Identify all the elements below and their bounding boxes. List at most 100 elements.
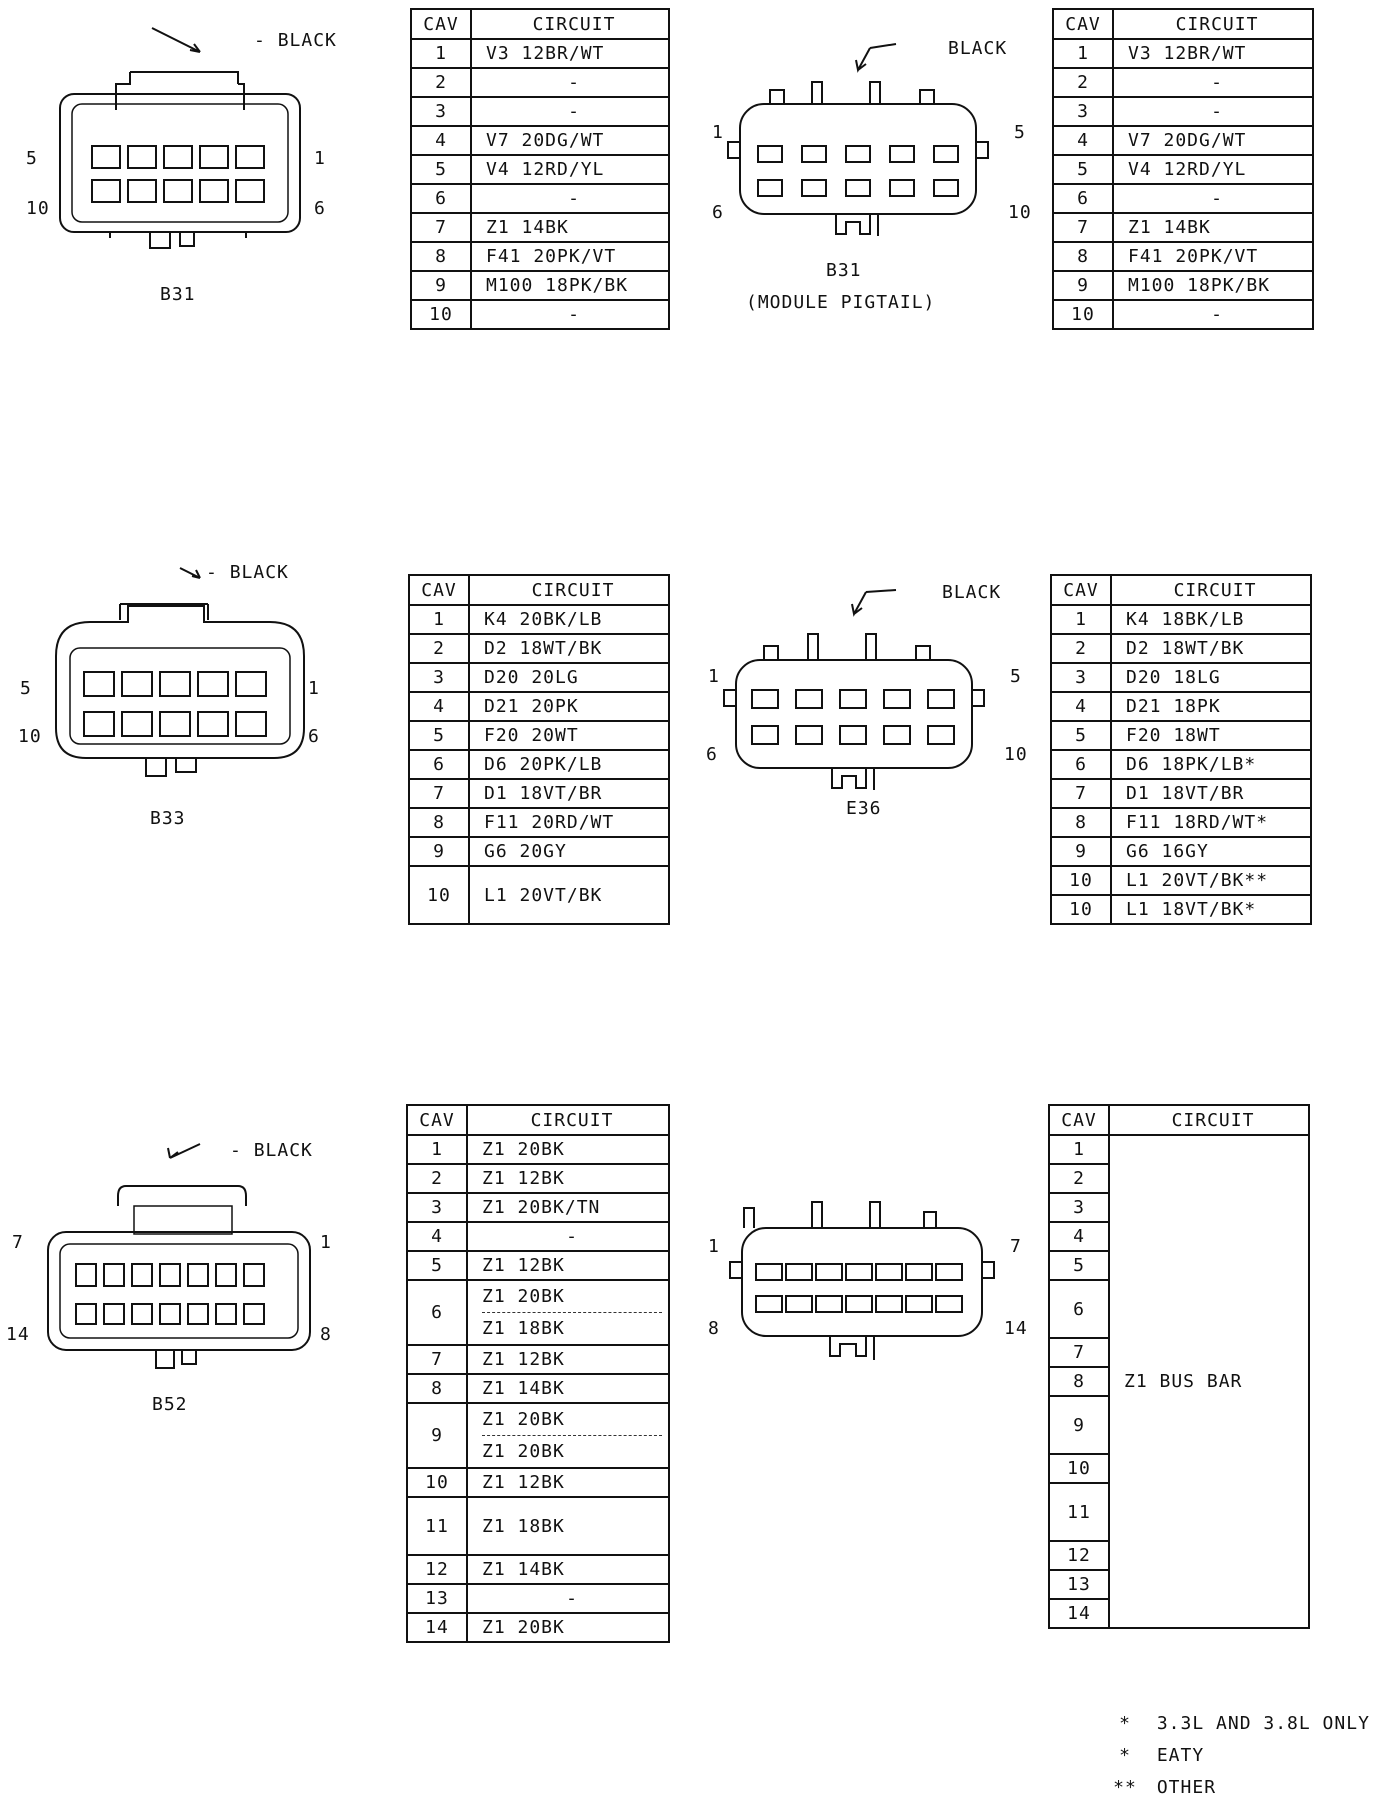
table-row: 13 [1048, 1569, 1309, 1600]
cav-cell: 5 [1050, 720, 1112, 751]
circuit-cell-line: Z1 20BK [482, 1286, 565, 1307]
cav-cell: 10 [1050, 894, 1112, 925]
circuit-cell-line: Z1 18BK [482, 1312, 662, 1344]
circuit-cell: D21 18PK [1110, 691, 1312, 722]
table-row: 4 [1048, 1221, 1309, 1252]
b33-top-row [83, 671, 267, 697]
b31-harness-pin-1: 1 [314, 148, 326, 169]
connector-b52 [47, 1143, 311, 1369]
b31-pigtail-color-label: BLACK [948, 38, 1008, 59]
connector-b33 [55, 567, 305, 777]
cav-cell: 11 [406, 1496, 468, 1556]
cav-cell: 2 [1048, 1163, 1110, 1194]
cav-cell: 7 [1052, 212, 1114, 243]
cav-cell: 4 [408, 691, 470, 722]
cav-cell: 6 [408, 749, 470, 780]
cav-cell: 8 [1048, 1366, 1110, 1397]
circuit-header: CIRCUIT [1110, 574, 1312, 606]
cav-cell: 13 [1048, 1569, 1110, 1600]
circuit-cell: Z1 14BK [466, 1373, 670, 1404]
circuit-cell: Z1 20BK [466, 1612, 670, 1643]
b52-label: B52 [152, 1394, 188, 1415]
cav-cell: 9 [1052, 270, 1114, 301]
b33-pin-10: 10 [18, 726, 42, 747]
cav-cell: 6 [1048, 1279, 1110, 1339]
cav-cell: 4 [410, 125, 472, 156]
table-row: 4- [406, 1221, 670, 1252]
circuit-cell: L1 20VT/BK** [1110, 865, 1312, 896]
cav-cell: 8 [1050, 807, 1112, 838]
b31-harness-pin-6: 6 [314, 198, 326, 219]
cav-cell: 1 [1052, 38, 1114, 69]
circuit-cell: D20 20LG [468, 662, 670, 693]
cav-cell: 1 [1048, 1134, 1110, 1165]
b52-pin-14: 14 [6, 1324, 30, 1345]
cav-cell: 12 [1048, 1540, 1110, 1571]
e36-pin-10: 10 [1004, 744, 1028, 765]
table-row: 10- [1052, 299, 1314, 330]
cav-cell: 1 [1050, 604, 1112, 635]
cav-cell: 10 [1052, 299, 1114, 330]
table-row: 3- [1052, 96, 1314, 127]
b52-bottom-row [75, 1303, 265, 1325]
circuit-cell: G6 20GY [468, 836, 670, 867]
circuit-cell: Z1 12BK [466, 1163, 670, 1194]
cav-cell: 7 [1050, 778, 1112, 809]
circuit-cell: - [470, 67, 670, 98]
circuit-cell: M100 18PK/BK [1112, 270, 1314, 301]
b52-color-label: - BLACK [230, 1140, 313, 1161]
b31-pigtail-sublabel: (MODULE PIGTAIL) [746, 292, 936, 313]
circuit-cell: Z1 12BK [466, 1250, 670, 1281]
circuit-cell: V4 12RD/YL [1112, 154, 1314, 185]
table-row: 11 [1048, 1482, 1309, 1542]
b31-pigtail-pin-10: 10 [1008, 202, 1032, 223]
circuit-cell: D21 20PK [468, 691, 670, 722]
cav-cell: 2 [406, 1163, 468, 1194]
circuit-header: CIRCUIT [468, 574, 670, 606]
b31-harness-pin-10: 10 [26, 198, 50, 219]
b33-pin-5: 5 [20, 678, 32, 699]
table-row: 6 [1048, 1279, 1309, 1339]
cav-cell: 9 [408, 836, 470, 867]
cav-cell: 3 [1050, 662, 1112, 693]
cav-cell: 13 [406, 1583, 468, 1614]
circuit-cell: Z1 20BK Z1 18BK [466, 1279, 670, 1346]
busbar-pin-14: 14 [1004, 1318, 1028, 1339]
b31-pigtail-label: B31 [826, 260, 862, 281]
cav-cell: 4 [1052, 125, 1114, 156]
cav-header: CAV [1048, 1104, 1110, 1136]
connector-b31-pigtail [727, 43, 989, 236]
busbar-bottom-row [755, 1295, 963, 1313]
cav-cell: 7 [410, 212, 472, 243]
cav-cell: 9 [410, 270, 472, 301]
cav-cell: 2 [410, 67, 472, 98]
cav-cell: 10 [1048, 1453, 1110, 1484]
circuit-cell: L1 18VT/BK* [1110, 894, 1312, 925]
cav-header: CAV [406, 1104, 468, 1136]
circuit-cell: F20 18WT [1110, 720, 1312, 751]
circuit-header: CIRCUIT [466, 1104, 670, 1136]
cav-cell: 3 [1052, 96, 1114, 127]
b52-pin-1: 1 [320, 1232, 332, 1253]
